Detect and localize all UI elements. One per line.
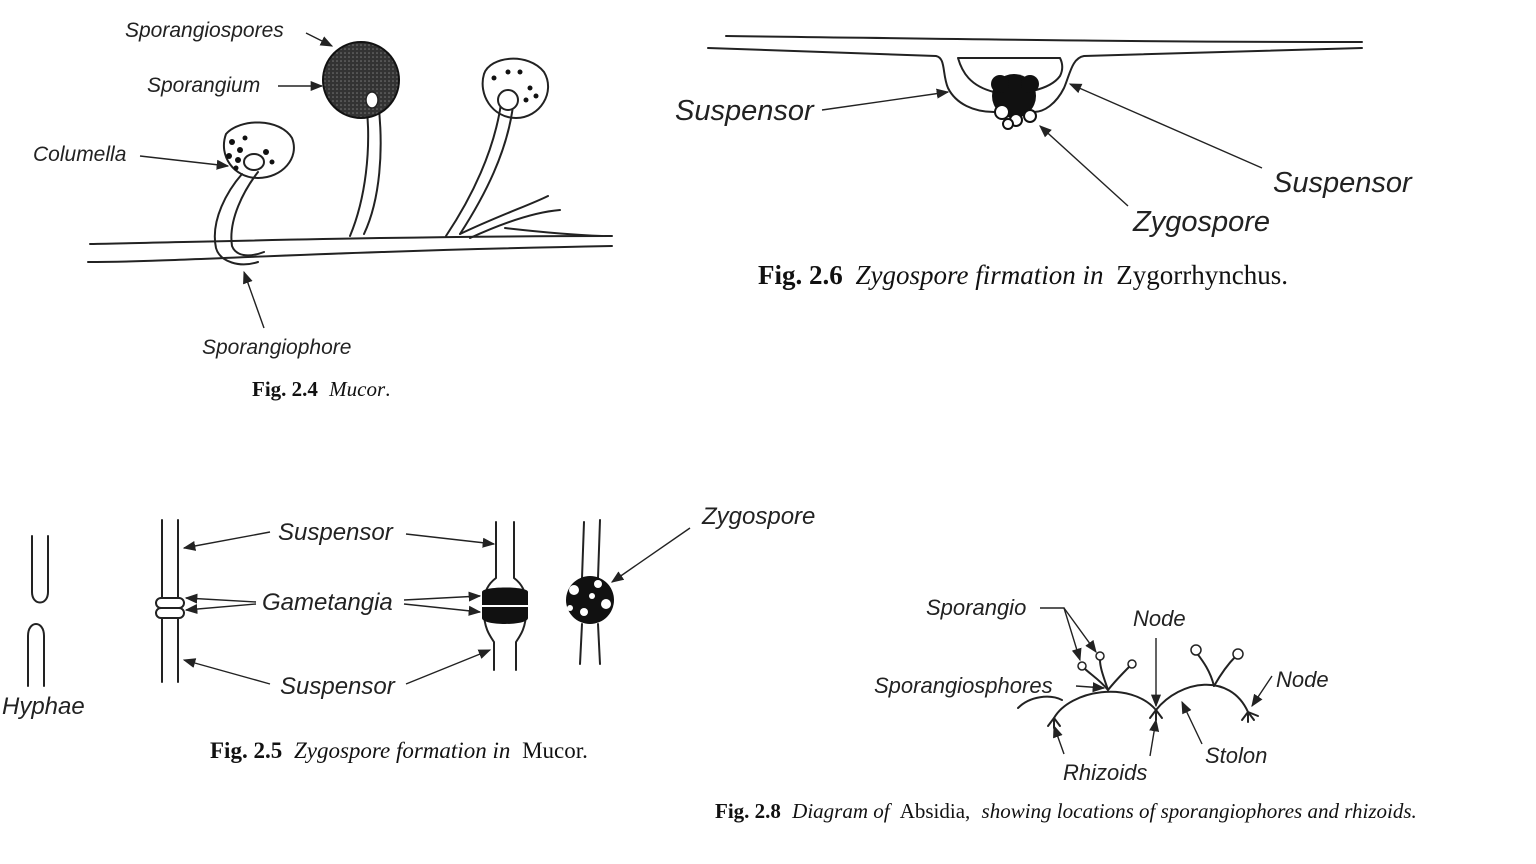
label-stolon: Stolon — [1205, 743, 1267, 768]
label-columella: Columella — [33, 143, 126, 166]
label-node-right: Node — [1276, 667, 1329, 692]
gametangium-upper — [155, 597, 185, 609]
fig-2-8-absidia: Sporangio Sporangiosphores Node Node Rhi… — [715, 595, 1417, 823]
caption-text: Mucor — [328, 377, 386, 401]
label-rhizoids: Rhizoids — [1063, 760, 1147, 785]
sporangium-left — [223, 121, 295, 179]
label-suspensor-bottom: Suspensor — [280, 673, 396, 700]
caption-text-italic: Zygospore formation in — [294, 738, 510, 763]
label-sporangio: Sporangio — [926, 595, 1026, 620]
spores-right — [491, 69, 539, 103]
gametangium-lower — [155, 607, 185, 619]
caption-fig-2-8: Fig. 2.8 Diagram of Absidia, showing loc… — [715, 799, 1417, 823]
spores-left — [226, 135, 275, 171]
label-sporangiospores: Sporangiospores — [125, 19, 284, 42]
caption-text-italic: Zygospore firmation in — [856, 260, 1104, 290]
caption-text-plain: Zygorrhynchus. — [1116, 260, 1288, 290]
caption-fig-2-6: Fig. 2.6 Zygospore firmation in Zygorrhy… — [758, 260, 1288, 290]
label-node-top: Node — [1133, 606, 1186, 631]
caption-text-italic-2: showing locations of sporangiophores and… — [982, 799, 1417, 823]
caption-end: . — [385, 377, 390, 401]
sporangium-right — [481, 57, 550, 119]
caption-number: Fig. 2.6 — [758, 260, 843, 290]
caption-number: Fig. 2.5 — [210, 738, 282, 763]
label-gametangia: Gametangia — [262, 589, 393, 616]
label-suspensor-top: Suspensor — [278, 519, 394, 546]
zygospore-cluster — [991, 74, 1039, 130]
label-sporangium: Sporangium — [147, 74, 260, 97]
fig-2-6-zygorrhynchus: Suspensor Suspensor Zygospore Fig. 2.6 Z… — [675, 35, 1413, 290]
label-zygospore: Zygospore — [1132, 206, 1270, 238]
columella-middle — [365, 91, 379, 109]
label-sporangiosphores: Sporangiosphores — [874, 673, 1053, 698]
caption-text-italic-1: Diagram of — [791, 799, 893, 823]
label-sporangiophore: Sporangiophore — [202, 336, 351, 359]
caption-text-plain: Mucor. — [522, 738, 588, 763]
label-hyphae: Hyphae — [2, 693, 85, 720]
columella-left — [243, 153, 265, 171]
caption-fig-2-4: Fig. 2.4 Mucor. — [252, 377, 390, 401]
sporangium-middle — [322, 41, 400, 119]
caption-number: Fig. 2.8 — [715, 799, 781, 823]
zygospore-ball — [566, 576, 614, 624]
caption-text-plain: Absidia, — [900, 799, 971, 823]
fig-2-4-mucor: Sporangiospores Sporangium Columella Spo… — [33, 19, 613, 401]
caption-number: Fig. 2.4 — [252, 377, 318, 401]
fig-2-5-zygospore-formation: Suspensor Gametangia Suspensor Zygospore… — [2, 503, 815, 763]
label-suspensor-right: Suspensor — [1273, 167, 1413, 199]
caption-fig-2-5: Fig. 2.5 Zygospore formation in Mucor. — [210, 738, 588, 763]
label-zygospore: Zygospore — [701, 503, 815, 530]
label-suspensor-left: Suspensor — [675, 95, 815, 127]
